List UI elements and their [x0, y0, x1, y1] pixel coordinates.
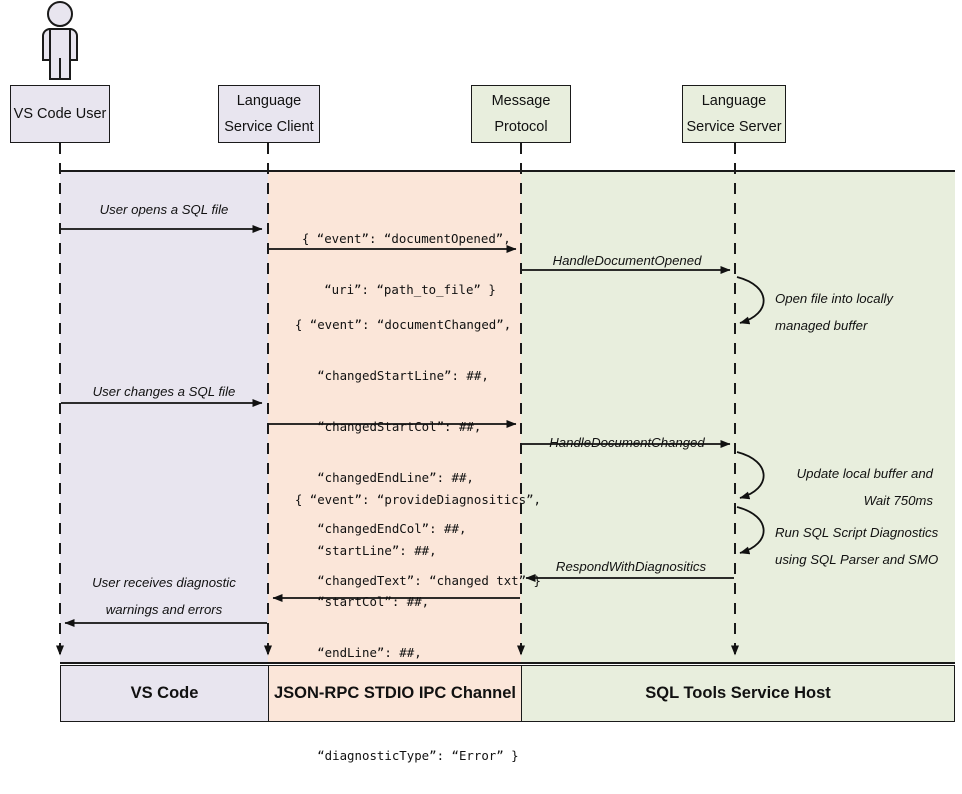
message-label-user-opens-sql-file: User opens a SQL file	[60, 203, 268, 216]
payload-line: { “event”: “documentOpened”,	[301, 230, 511, 246]
footer-vs-code[interactable]: VS Code	[60, 665, 268, 722]
payload-line: “uri”: “path_to_file” }	[301, 281, 496, 297]
lifeline-label-line: Protocol	[494, 119, 548, 135]
sequence-diagram-canvas: VS Code User Language Service Client Mes…	[10, 1, 955, 763]
payload-line: “changedText”: “changed txt” }	[294, 572, 542, 588]
footer-label: JSON-RPC STDIO IPC Channel	[273, 684, 517, 702]
message-label-respond-with-diagnositics: RespondWithDiagnositics	[528, 560, 734, 573]
note-open-file-into-buffer: Open file into locally managed buffer	[775, 291, 894, 334]
footer-ipc-channel[interactable]: JSON-RPC STDIO IPC Channel	[268, 665, 521, 722]
message-label-line: User opens a SQL file	[99, 202, 229, 217]
note-line: Update local buffer and	[796, 466, 933, 481]
note-line: using SQL Parser and SMO	[775, 552, 939, 568]
band-service-host	[521, 171, 955, 663]
payload-provide-diagnositics: { “event”: “provideDiagnositics”, “start…	[265, 461, 541, 794]
payload-line: { “event”: “provideDiagnositics”,	[294, 491, 542, 507]
payload-line: “endLine”: ##,	[294, 645, 422, 661]
payload-line: “startCol”: ##,	[294, 593, 430, 609]
payload-line: “changedEndCol”: ##,	[294, 521, 467, 537]
band-vscode	[60, 171, 268, 663]
person-icon	[42, 1, 78, 80]
payload-line: “changedStartLine”: ##,	[294, 367, 489, 383]
message-label-line: User receives diagnostic	[92, 575, 236, 590]
lifeline-header-message-protocol[interactable]: Message Protocol	[471, 85, 571, 143]
lifeline-label-line: Service Server	[686, 119, 782, 135]
lifeline-header-language-service-server[interactable]: Language Service Server	[682, 85, 786, 143]
note-line: managed buffer	[775, 318, 868, 334]
self-loop-run-diagnostics	[736, 506, 765, 555]
payload-document-changed: { “event”: “documentChanged”, “changedSt…	[265, 286, 541, 619]
message-label-user-changes-sql-file: User changes a SQL file	[60, 385, 268, 398]
note-run-sql-diagnostics: Run SQL Script Diagnostics using SQL Par…	[775, 525, 939, 568]
message-label-handle-document-opened: HandleDocumentOpened	[524, 254, 730, 267]
message-label-user-receives-diagnostics: User receives diagnostic warnings and er…	[60, 575, 268, 618]
lifeline-label-line: VS Code User	[13, 105, 107, 122]
band-ipc-channel	[268, 171, 521, 663]
payload-line: “startLine”: ##,	[294, 542, 437, 558]
message-label-line: HandleDocumentChanged	[549, 435, 705, 450]
footer-service-host[interactable]: SQL Tools Service Host	[521, 665, 955, 722]
payload-line: “diagnosticType”: “Error” }	[294, 747, 519, 763]
message-label-line: HandleDocumentOpened	[552, 253, 702, 268]
payload-line: “changedStartCol”: ##,	[294, 418, 482, 434]
note-line: Run SQL Script Diagnostics	[775, 525, 939, 540]
lifeline-label-line: Language	[236, 92, 302, 109]
self-loop-update-buffer	[736, 451, 765, 500]
note-line: Open file into locally	[775, 291, 894, 306]
lifeline-header-vs-code-user[interactable]: VS Code User	[10, 85, 110, 143]
payload-line: “changedEndLine”: ##,	[294, 470, 474, 486]
footer-label: SQL Tools Service Host	[645, 684, 831, 702]
lifeline-label-line: Service Client	[224, 119, 314, 135]
note-line: Wait 750ms	[863, 493, 933, 509]
lifeline-label-line: Language	[701, 92, 767, 109]
message-label-line: User changes a SQL file	[92, 384, 236, 399]
lifeline-label-line: Message	[491, 92, 551, 109]
payload-line: { “event”: “documentChanged”,	[294, 316, 512, 332]
payload-document-opened: { “event”: “documentOpened”, “uri”: “pat…	[272, 200, 511, 328]
footer-label: VS Code	[130, 684, 199, 702]
message-label-line: warnings and errors	[105, 602, 223, 618]
lifeline-header-language-service-client[interactable]: Language Service Client	[218, 85, 320, 143]
self-loop-open-file	[736, 276, 765, 325]
diagram-vector-layer	[42, 1, 955, 664]
message-label-line: RespondWithDiagnositics	[555, 559, 707, 574]
message-label-handle-document-changed: HandleDocumentChanged	[524, 436, 730, 449]
note-update-buffer-wait: Update local buffer and Wait 750ms	[703, 466, 933, 509]
